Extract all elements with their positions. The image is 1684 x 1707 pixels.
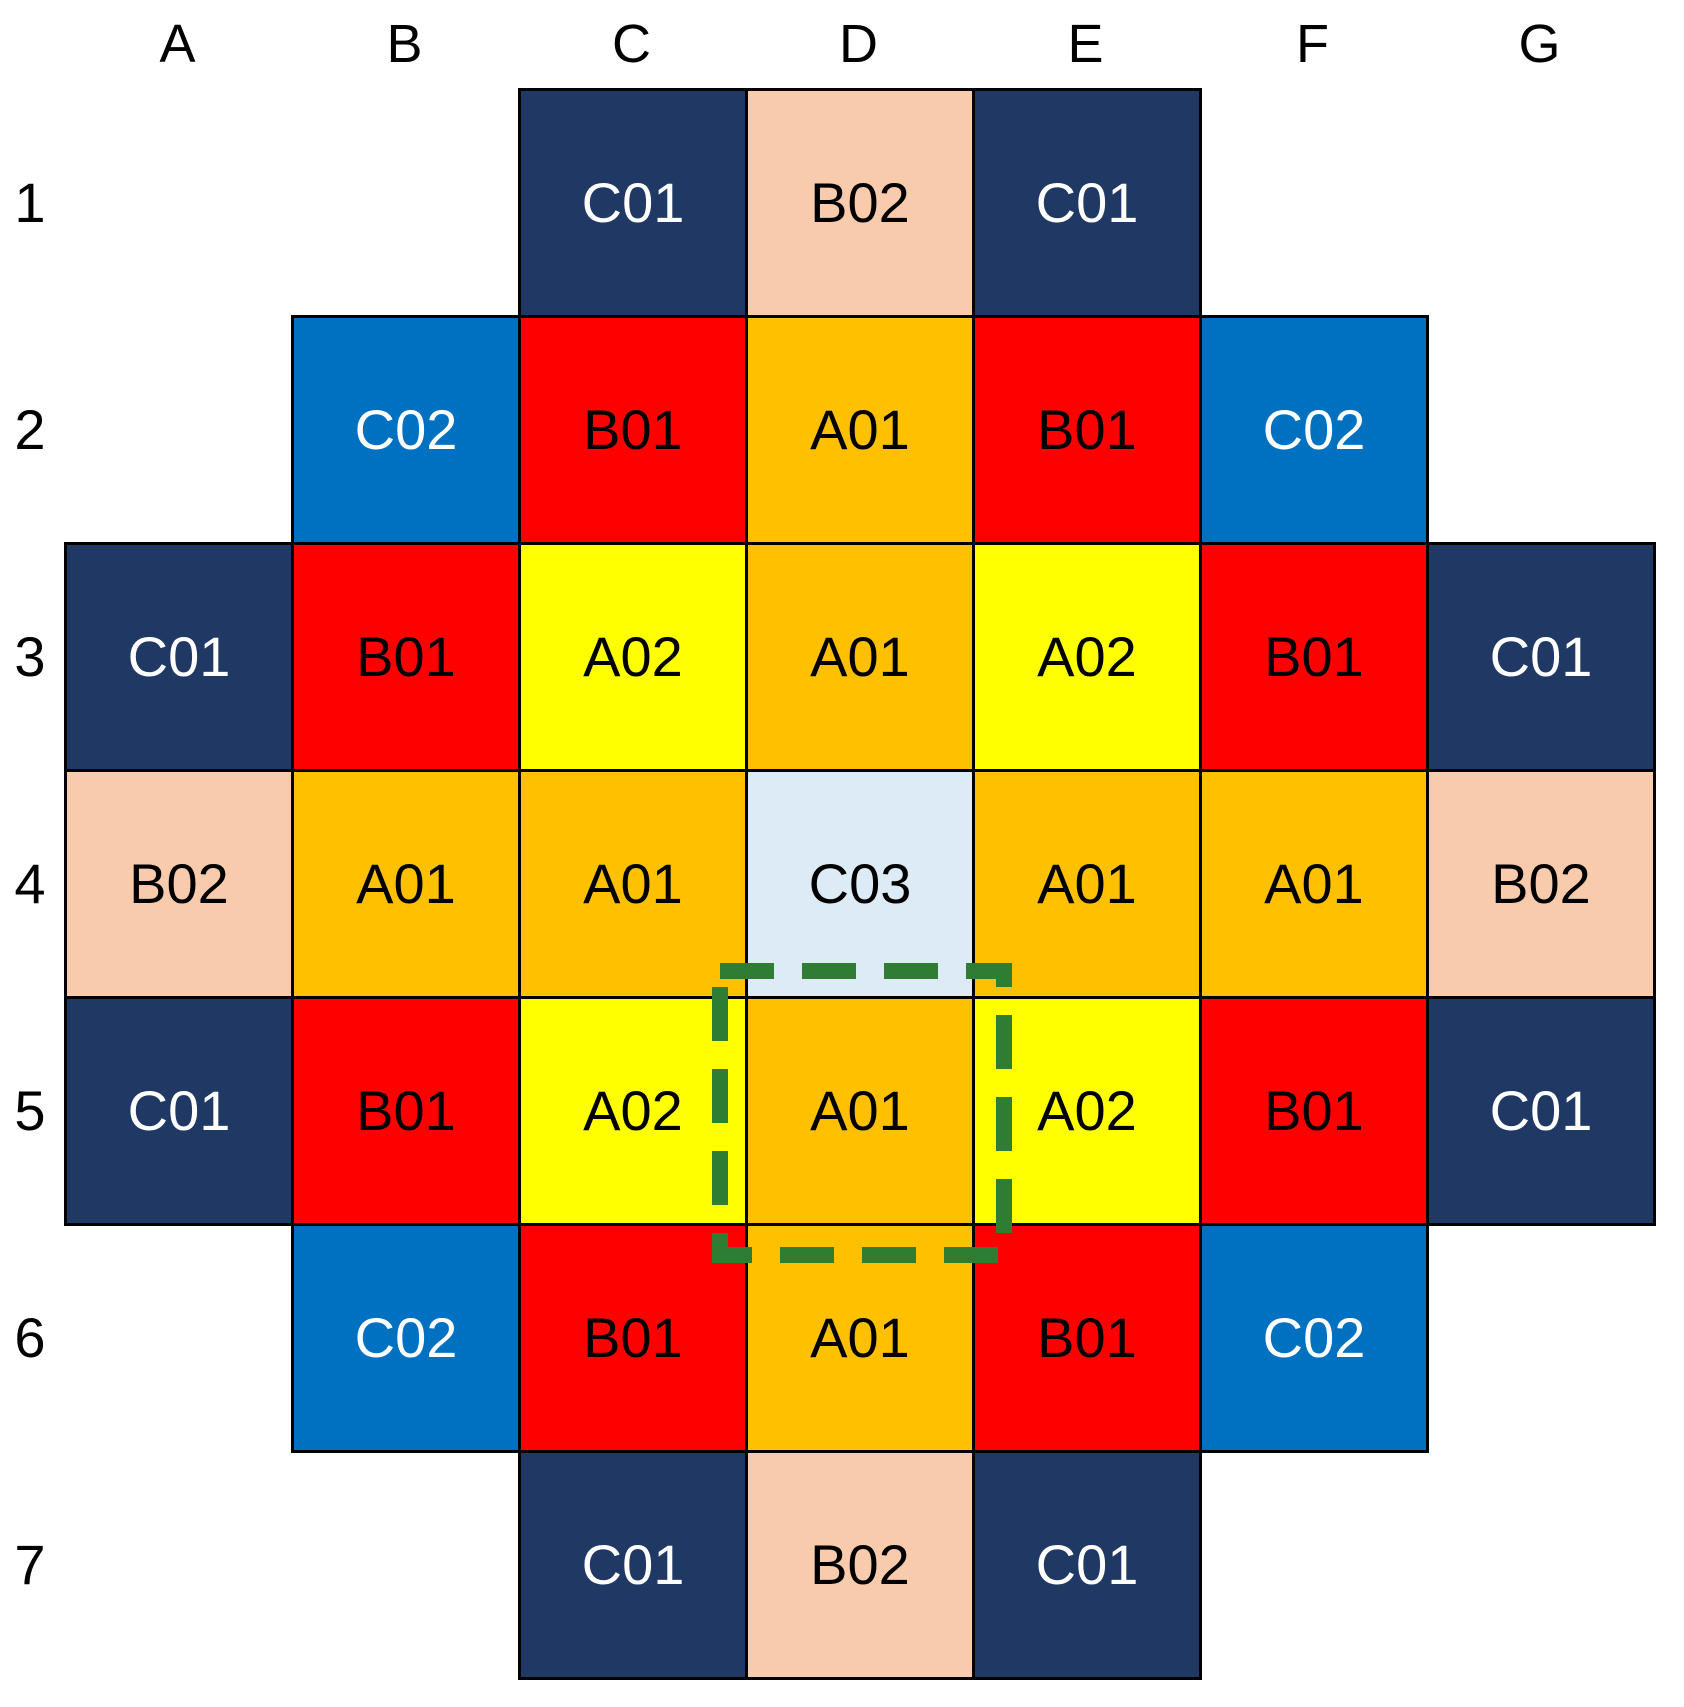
cell-C3: A02 bbox=[518, 542, 748, 772]
cell-G4: B02 bbox=[1426, 769, 1656, 999]
cell-E1: C01 bbox=[972, 88, 1202, 318]
cell-D2: A01 bbox=[745, 315, 975, 545]
cell-C4: A01 bbox=[518, 769, 748, 999]
cell-B2: C02 bbox=[291, 315, 521, 545]
column-header-B: B bbox=[386, 14, 423, 74]
cell-B3: B01 bbox=[291, 542, 521, 772]
column-header-E: E bbox=[1067, 14, 1104, 74]
cell-C5: A02 bbox=[518, 996, 748, 1226]
cell-A4: B02 bbox=[64, 769, 294, 999]
cell-E5: A02 bbox=[972, 996, 1202, 1226]
cell-E7: C01 bbox=[972, 1450, 1202, 1680]
cell-D4: C03 bbox=[745, 769, 975, 999]
row-header-5: 5 bbox=[14, 1079, 46, 1142]
cell-F6: C02 bbox=[1199, 1223, 1429, 1453]
row-header-7: 7 bbox=[14, 1533, 46, 1596]
column-header-G: G bbox=[1518, 14, 1561, 74]
cell-D5: A01 bbox=[745, 996, 975, 1226]
cell-E4: A01 bbox=[972, 769, 1202, 999]
cell-G3: C01 bbox=[1426, 542, 1656, 772]
cell-D1: B02 bbox=[745, 88, 975, 318]
cell-C1: C01 bbox=[518, 88, 748, 318]
cell-C2: B01 bbox=[518, 315, 748, 545]
column-header-C: C bbox=[612, 14, 651, 74]
cell-G5: C01 bbox=[1426, 996, 1656, 1226]
cell-B4: A01 bbox=[291, 769, 521, 999]
cell-A5: C01 bbox=[64, 996, 294, 1226]
cell-C6: B01 bbox=[518, 1223, 748, 1453]
row-header-2: 2 bbox=[14, 398, 46, 461]
column-header-A: A bbox=[159, 14, 196, 74]
cell-F4: A01 bbox=[1199, 769, 1429, 999]
cell-D3: A01 bbox=[745, 542, 975, 772]
cell-F5: B01 bbox=[1199, 996, 1429, 1226]
cell-C7: C01 bbox=[518, 1450, 748, 1680]
cell-F2: C02 bbox=[1199, 315, 1429, 545]
cell-E3: A02 bbox=[972, 542, 1202, 772]
column-header-D: D bbox=[839, 14, 878, 74]
row-header-4: 4 bbox=[14, 852, 46, 915]
cell-A3: C01 bbox=[64, 542, 294, 772]
row-header-6: 6 bbox=[14, 1306, 46, 1369]
cell-E6: B01 bbox=[972, 1223, 1202, 1453]
cell-E2: B01 bbox=[972, 315, 1202, 545]
row-header-3: 3 bbox=[14, 625, 46, 688]
cell-B6: C02 bbox=[291, 1223, 521, 1453]
column-header-F: F bbox=[1296, 14, 1329, 74]
row-header-1: 1 bbox=[14, 171, 46, 234]
cell-D7: B02 bbox=[745, 1450, 975, 1680]
cell-B5: B01 bbox=[291, 996, 521, 1226]
cell-D6: A01 bbox=[745, 1223, 975, 1453]
cell-F3: B01 bbox=[1199, 542, 1429, 772]
